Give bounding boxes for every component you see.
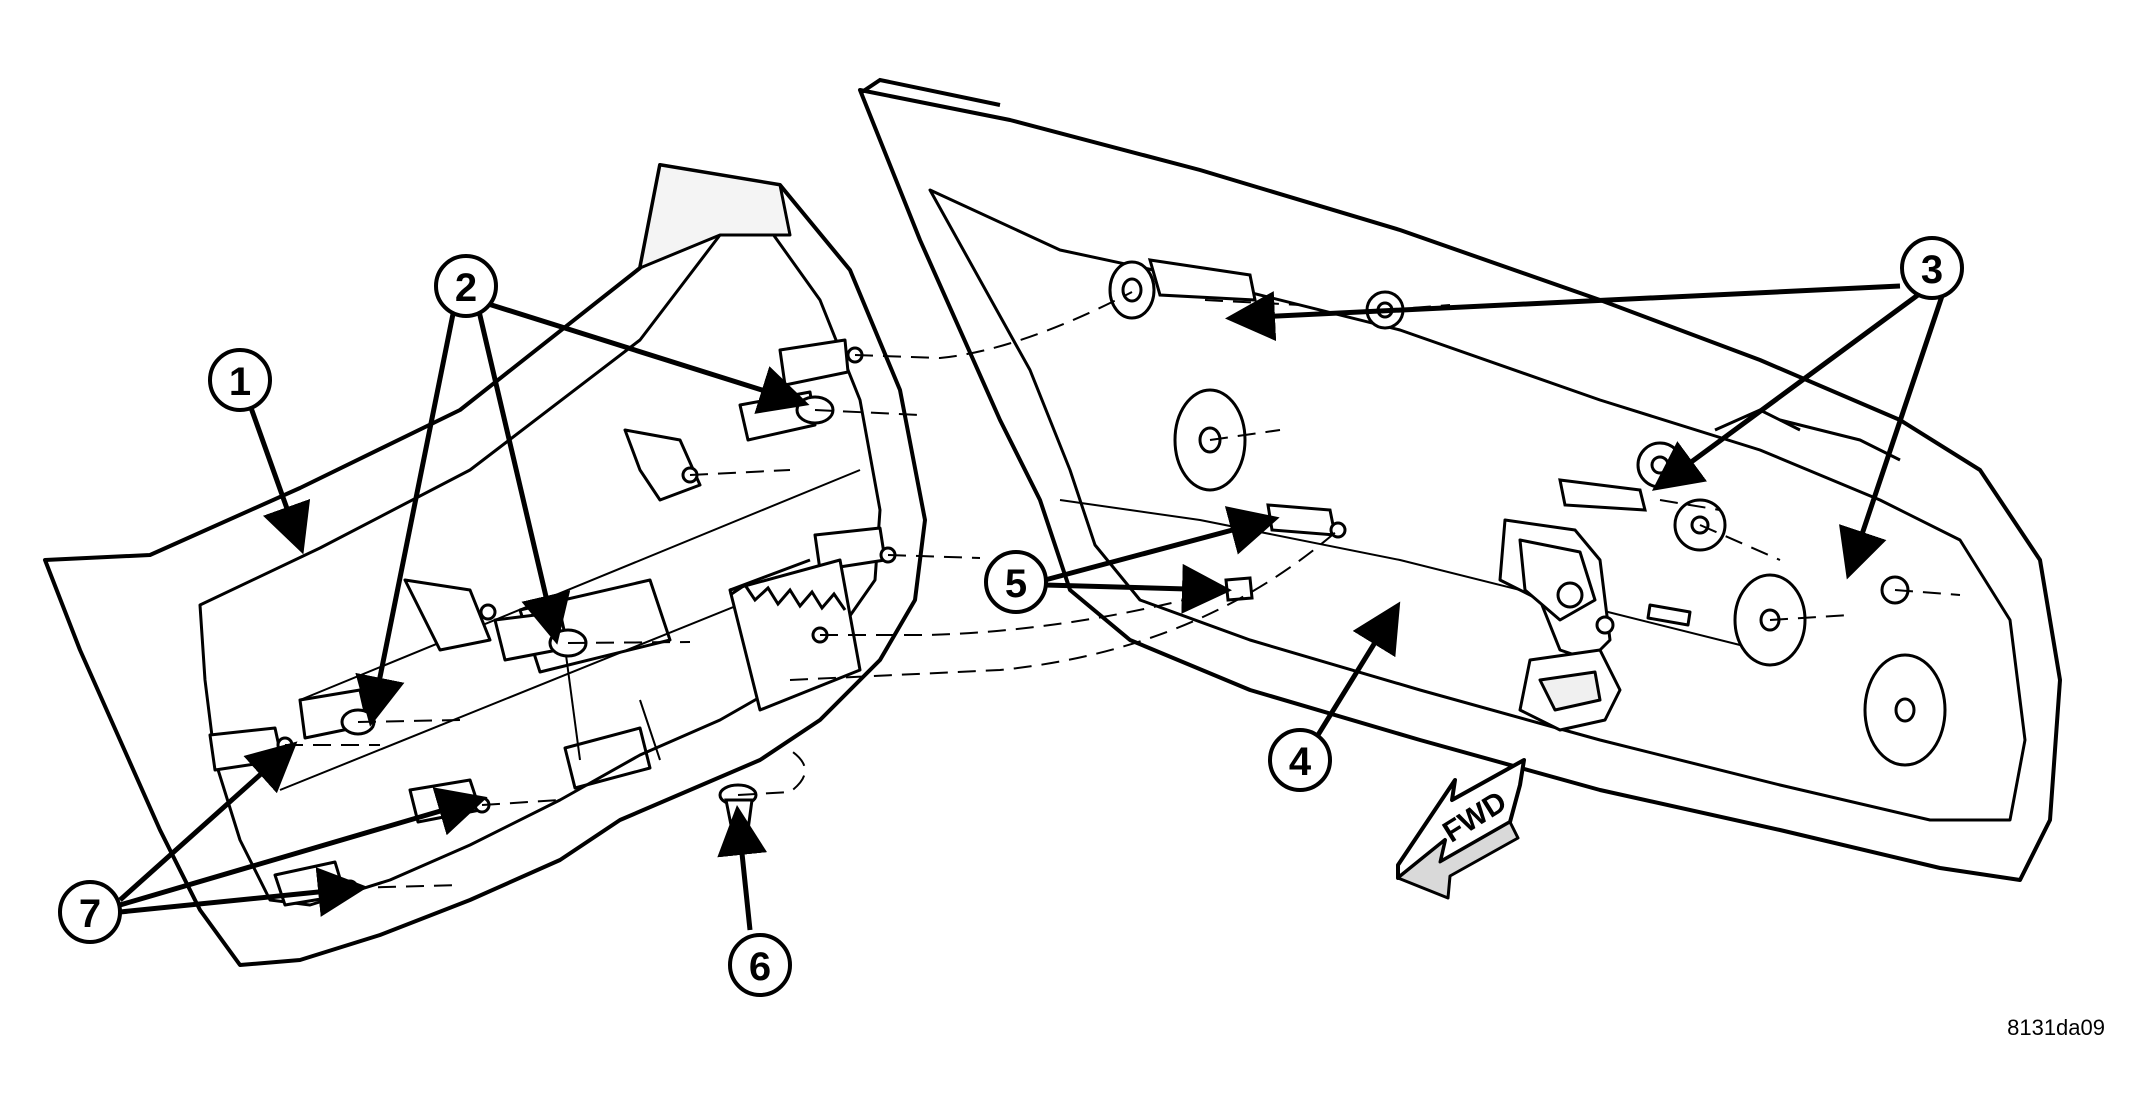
callout-2-label: 2: [455, 266, 477, 310]
callout-2: 2: [434, 254, 498, 318]
callout-1-label: 1: [229, 360, 251, 404]
callout-2-circle: [434, 254, 498, 318]
figure-id: 8131da09: [2007, 1015, 2105, 1040]
latch-assembly: [1498, 518, 1692, 732]
callout-1: 1: [208, 348, 272, 412]
callout-6-circle: [728, 933, 792, 997]
callout-1-circle: [208, 348, 272, 412]
liftgate-slots: [1147, 258, 1647, 512]
callout-7-label: 7: [79, 892, 101, 936]
fwd-direction-arrow: FWD: [1396, 758, 1526, 900]
callout-5-label: 5: [1005, 562, 1027, 606]
panel-serration: [729, 582, 847, 611]
callout-4-circle: [1268, 728, 1332, 792]
callout-3-label: 3: [1921, 248, 1943, 292]
liftgate-top-edge: [860, 77, 1001, 107]
callout-6-label: 6: [749, 945, 771, 989]
callout-5: 5: [984, 550, 1048, 614]
callout-4-label: 4: [1289, 740, 1312, 784]
callout-7: 7: [58, 880, 122, 944]
leader-arrows: [118, 283, 1945, 931]
callout-3-circle: [1900, 236, 1964, 300]
callout-5-circle: [984, 550, 1048, 614]
callout-3: 3: [1900, 236, 1964, 300]
liftgate-bumpers: [1224, 503, 1347, 602]
callout-6: 6: [728, 933, 792, 997]
callout-7-circle: [58, 880, 122, 944]
callout-4: 4: [1268, 728, 1332, 792]
